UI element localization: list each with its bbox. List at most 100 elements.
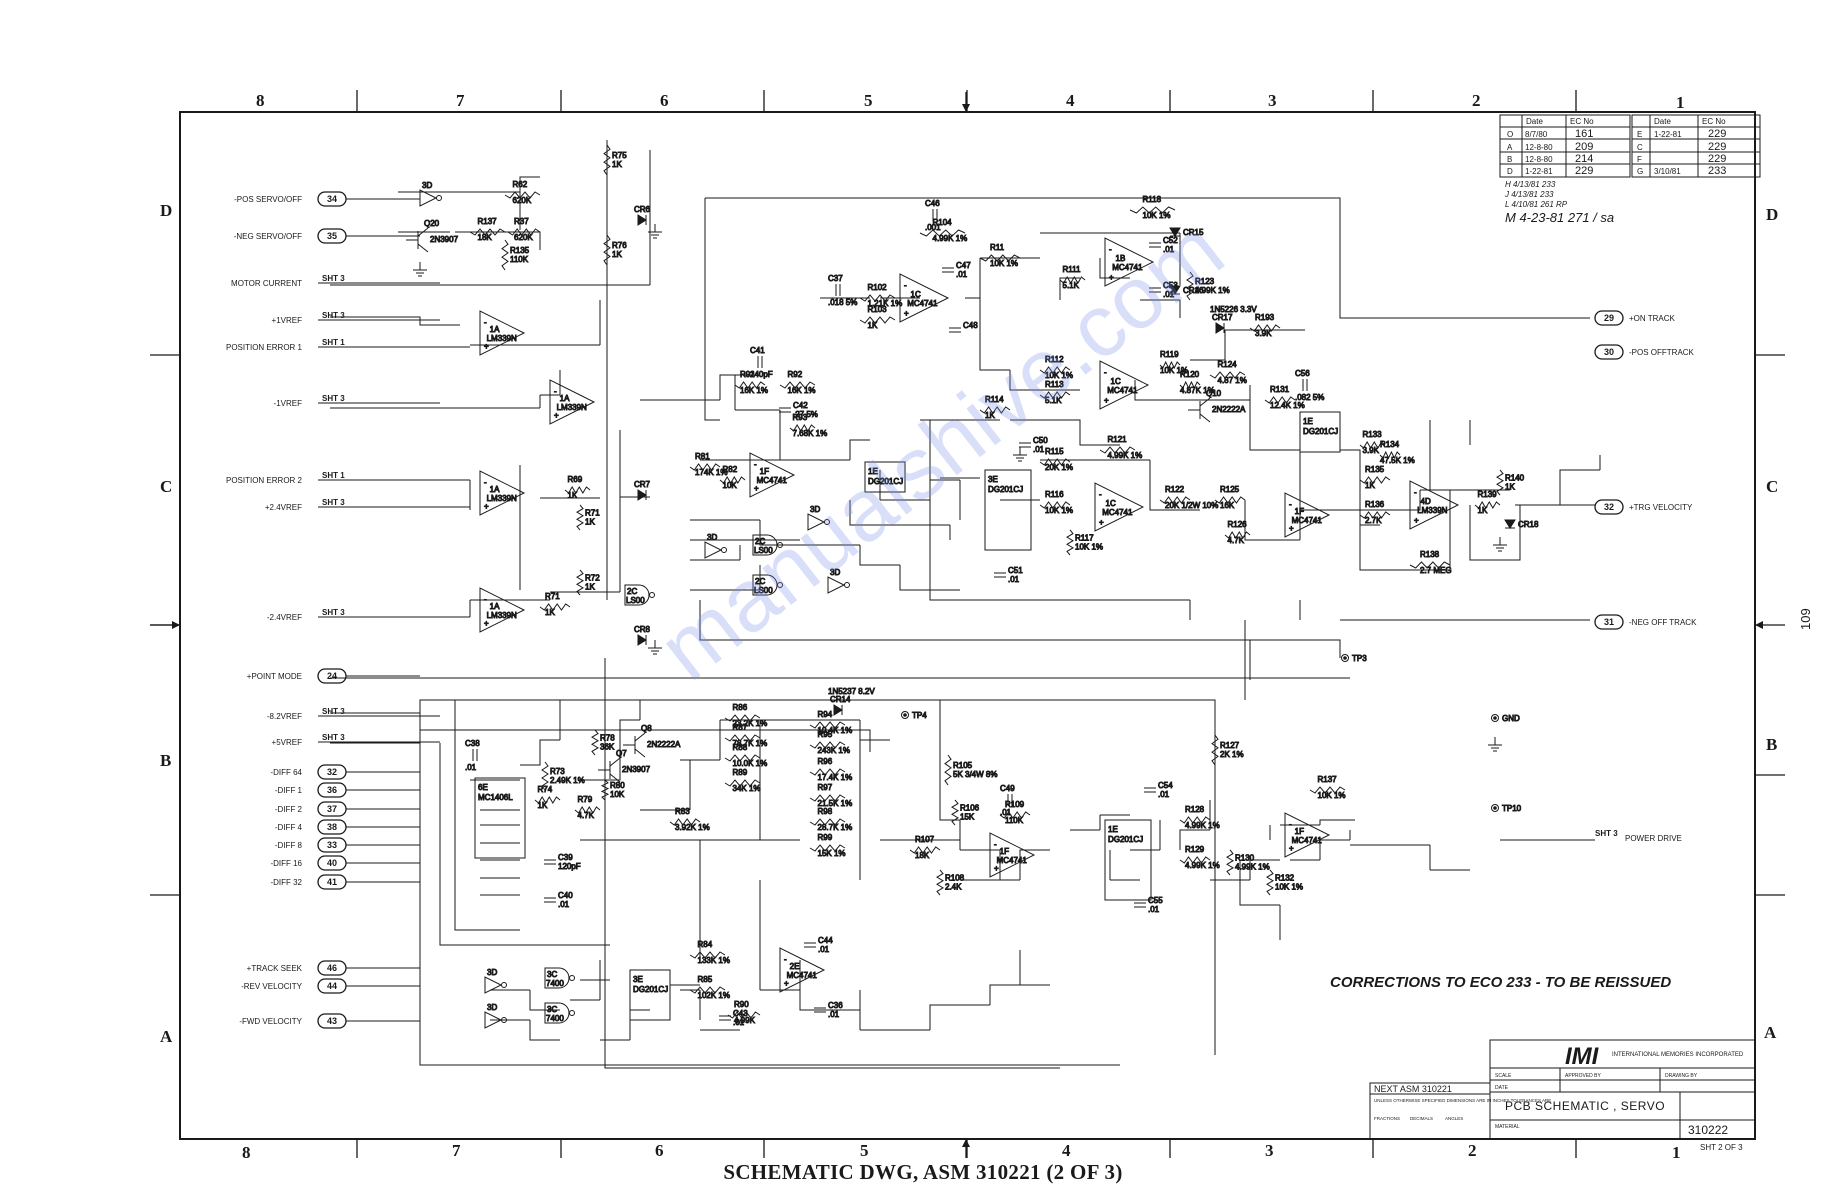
zone-7-bottom: 7	[452, 1141, 461, 1160]
resistor-value: 10K 1%	[1075, 543, 1103, 552]
input-label: -REV VELOCITY	[241, 982, 303, 991]
capacitor-ref: C46	[925, 199, 940, 208]
resistor-value: 1.21K 1%	[868, 299, 903, 308]
diode-ref: CR15	[1183, 228, 1204, 237]
revision-text: Date EC No Date EC No O 8/7/80 161 A 12-…	[1504, 117, 1726, 225]
resistor-value: 16K	[1220, 501, 1235, 510]
ic-part: DG201CJ	[1108, 835, 1143, 844]
resistor-ref: R105	[953, 761, 973, 770]
input-label: -DIFF 16	[270, 859, 302, 868]
resistor-value: 15K 1%	[818, 849, 846, 858]
resistor-value: 1K	[585, 583, 595, 592]
connector-pin-number: 30	[1604, 347, 1614, 357]
resistor-value: 4.87 1%	[1218, 376, 1247, 385]
resistor-ref: R98	[818, 807, 833, 816]
capacitor-c47: C47.01	[942, 261, 972, 280]
input-label: -DIFF 1	[275, 786, 303, 795]
zone-A-right: A	[1764, 1023, 1777, 1042]
svg-text:Date: Date	[1654, 117, 1671, 126]
output-label: +TRG VELOCITY	[1629, 503, 1693, 512]
resistor-ref: R112	[1045, 355, 1064, 364]
input-label: -1VREF	[274, 399, 303, 408]
resistor-value: 5.1K	[1045, 396, 1062, 405]
diode-cr18: CR18	[1504, 519, 1540, 530]
connector-pin-number: 46	[327, 963, 337, 973]
non-inverting-input-mark: +	[1099, 518, 1104, 527]
input-label: +2.4VREF	[265, 503, 302, 512]
input-label: -FWD VELOCITY	[239, 1017, 302, 1026]
ic-ref: 1F	[760, 467, 769, 476]
ground-symbol	[1493, 537, 1507, 552]
ic-ref: 1A	[490, 602, 500, 611]
zone-D-right: D	[1766, 205, 1778, 224]
sheet-reference: SHT 3	[322, 707, 345, 716]
diode-cr8: CR8	[634, 625, 651, 646]
resistor-value: 1K	[568, 491, 578, 500]
test-point-gnd: GND	[1491, 714, 1521, 724]
capacitor-ref: C36	[828, 1001, 843, 1010]
test-point-label: TP3	[1352, 654, 1367, 663]
zone-4-top: 4	[1066, 91, 1075, 110]
ic-ref: 6E	[478, 783, 488, 792]
test-point-label: TP10	[1502, 804, 1522, 813]
ic-ref: 1A	[560, 394, 570, 403]
ground-symbol	[648, 224, 662, 239]
resistor-ref: R71	[585, 509, 600, 518]
svg-text:C: C	[1637, 143, 1643, 152]
resistor-value: 1K	[545, 608, 555, 617]
zone-2-bottom: 2	[1468, 1141, 1477, 1160]
transistor-part: 2N3907	[622, 765, 651, 774]
capacitor-ref: C49	[1000, 784, 1015, 793]
ic-part: MC4741	[1112, 263, 1143, 272]
resistor-ref: R115	[1045, 447, 1064, 456]
diode-value: 1N5226 3.3V	[1210, 305, 1257, 314]
diode-ref: CR14	[830, 695, 851, 704]
capacitor-value: .018 5%	[828, 298, 857, 307]
resistor-value: 4.87K 1%	[1180, 386, 1215, 395]
resistor-value: 12.4K 1%	[1270, 401, 1305, 410]
gate-ref: 3C	[547, 1005, 557, 1014]
capacitor-ref: C53	[1163, 281, 1178, 290]
transistor-ref: Q8	[641, 724, 652, 733]
gate-ref: 2C	[755, 537, 765, 546]
resistor-ref: R82	[723, 465, 738, 474]
resistor-value: 620K	[513, 196, 532, 205]
zone-1-bottom: 1	[1672, 1143, 1681, 1162]
input-label: POSITION ERROR 1	[226, 343, 303, 352]
svg-text:O: O	[1507, 130, 1513, 139]
input-label: +POINT MODE	[247, 672, 302, 681]
resistor-value: 1K	[612, 160, 622, 169]
resistor-ref: R109	[1005, 800, 1025, 809]
resistor-value: 20K 1/2W 10%	[1165, 501, 1218, 510]
figure-caption: SCHEMATIC DWG, ASM 310221 (2 OF 3)	[723, 1160, 1123, 1184]
resistor-ref: R107	[915, 835, 935, 844]
inverting-input-mark: -	[554, 387, 557, 396]
svg-text:SCALE: SCALE	[1495, 1073, 1512, 1079]
company-logo: IMI	[1565, 1043, 1600, 1070]
resistor-value: 10.4K 1%	[818, 726, 853, 735]
